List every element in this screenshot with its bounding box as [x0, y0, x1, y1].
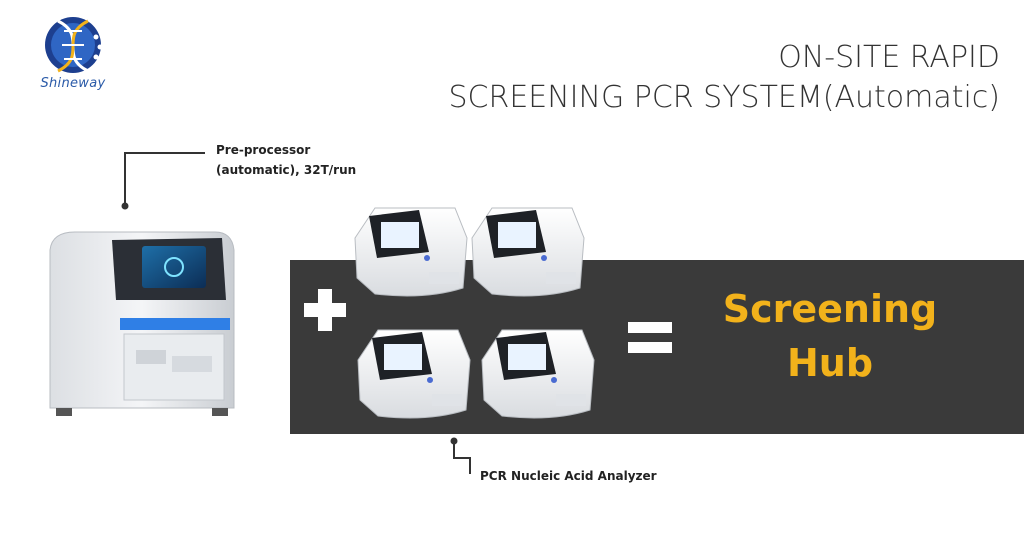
pcr-analyzer-3 [357, 329, 471, 419]
preprocessor-label: Pre-processor (automatic), 32T/run [216, 140, 356, 180]
hub-line-2: Hub [786, 341, 874, 385]
equals-sign [628, 318, 672, 358]
preprocessor-label-line-2: (automatic), 32T/run [216, 163, 357, 177]
page-title: ON-SITE RAPID SCREENING PCR SYSTEM(Autom… [448, 38, 1000, 118]
preprocessor-machine [49, 231, 235, 416]
shineway-logo [45, 17, 103, 73]
pcr-analyzer-1 [354, 207, 468, 297]
analyzer-callout-line [453, 441, 471, 474]
brand-name: Shineway [40, 76, 106, 91]
title-line-1: ON-SITE RAPID [778, 40, 1000, 75]
pcr-analyzer-4 [481, 329, 595, 419]
title-line-2: SCREENING PCR SYSTEM(Automatic) [448, 80, 1000, 115]
pcr-analyzer-2 [471, 207, 585, 297]
hub-line-1: Screening [722, 287, 938, 331]
preprocessor-callout-line [124, 152, 205, 205]
plus-sign [300, 285, 350, 335]
preprocessor-callout-dot [121, 202, 129, 210]
preprocessor-label-line-1: Pre-processor [216, 143, 311, 157]
screening-hub-text: Screening Hub [700, 282, 960, 390]
analyzer-label: PCR Nucleic Acid Analyzer [480, 469, 657, 483]
